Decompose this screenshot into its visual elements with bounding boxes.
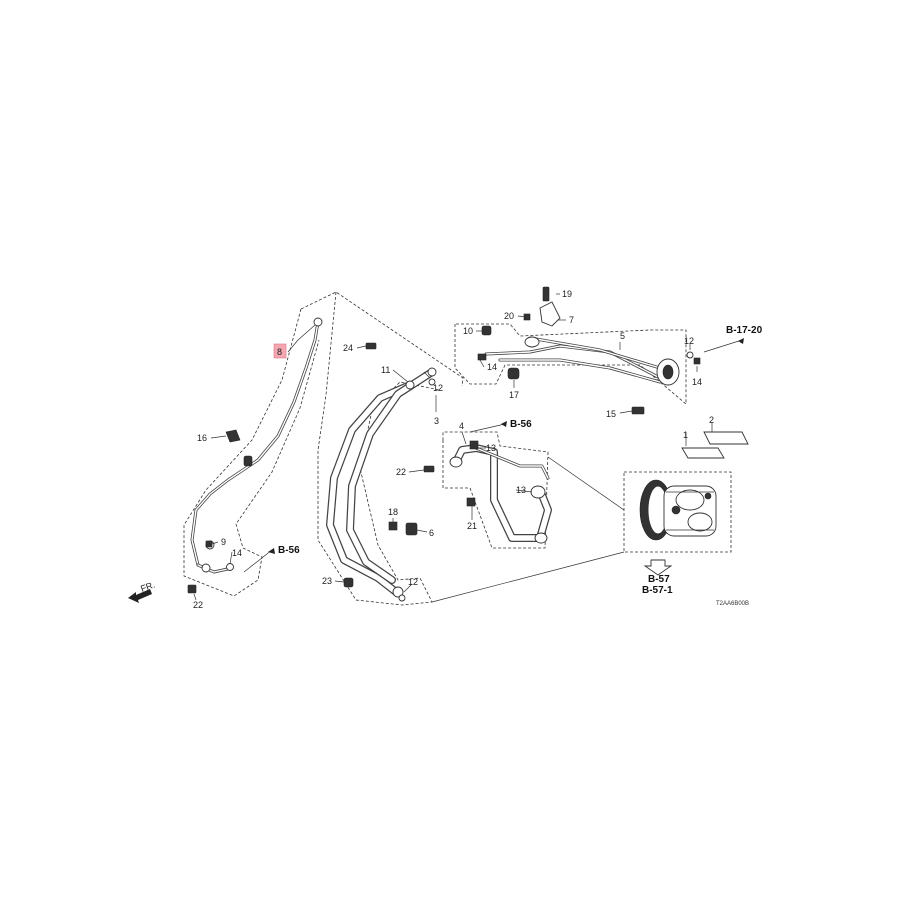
callout-10: 10 [463,326,473,336]
bolt-23 [343,577,354,588]
callout-labels: 8 16 24 11 12 3 10 14 17 20 19 7 5 12 14… [193,289,714,610]
oring-12a [428,378,436,386]
leader-lines [193,293,743,601]
compressor [639,479,717,541]
callout-15: 15 [606,409,616,419]
bolt-9 [205,540,213,548]
ref-b57: B-57 [648,574,670,585]
callout-5: 5 [620,331,625,341]
diagram-code: T2AA6B00B [716,601,749,607]
pad-2 [703,431,749,445]
nut-10 [481,325,492,336]
callout-22a: 22 [396,467,406,477]
bolt-24 [365,342,377,350]
bolt-22a [423,465,435,473]
bolt-21 [466,497,476,507]
callout-14c: 14 [232,548,242,558]
callout-17: 17 [509,390,519,400]
callout-9: 9 [221,537,226,547]
callout-8: 8 [277,347,282,357]
callout-23: 23 [322,576,332,586]
callout-13a: 13 [486,443,496,453]
bolt-22b [187,584,197,594]
callout-3: 3 [434,416,439,426]
fitting-13 [469,440,479,450]
ref-arrow-b56b [268,548,275,554]
pipe-8 [190,317,323,574]
compressor-outline [623,471,732,553]
callout-21: 21 [467,521,477,531]
callout-12c: 12 [408,577,418,587]
front-direction-label: FR. [139,580,156,594]
ref-b56-left: B-56 [278,545,300,556]
reference-labels: B-56 B-56 B-17-20 B-57 B-57-1 [278,325,763,596]
callout-2: 2 [709,415,714,425]
callout-11: 11 [381,365,390,375]
highlight-box-8 [273,343,287,359]
callout-20: 20 [504,311,514,321]
bolt-19 [542,286,550,302]
callout-12a: 12 [433,383,443,393]
center-hose-outline [317,291,441,606]
bolt-16 [225,429,241,443]
bracket-7 [539,301,561,327]
pad-1 [681,447,725,459]
left-pipe-outline [183,291,464,597]
front-arrow-icon [128,589,152,603]
bolt-14 [693,357,701,365]
bolt-17 [507,367,520,380]
ref-arrow-b1720 [738,338,744,344]
bolt-18 [388,521,398,531]
fitting-14 [477,353,487,361]
ref-b17-20: B-17-20 [726,325,763,336]
callout-18: 18 [388,507,398,517]
bottom-connection-line [431,551,625,603]
down-arrow-icon [643,559,673,576]
callout-19: 19 [562,289,572,299]
callout-4: 4 [459,421,464,431]
pipe-5 [484,336,680,386]
callout-6: 6 [429,528,434,538]
callout-7: 7 [569,315,574,325]
callout-13b: 13 [516,485,526,495]
ref-b56-top: B-56 [510,419,532,430]
hose-4 [449,444,552,544]
ref-arrow-b56a [501,421,507,427]
ref-b57-1: B-57-1 [642,585,673,596]
callout-14b: 14 [692,377,702,387]
hose-3 [326,367,437,602]
top-pipe-outline [454,323,687,405]
compressor-leader-line [547,456,625,511]
callout-24: 24 [343,343,353,353]
oring-12b [686,351,694,359]
bolt-15 [631,406,645,415]
callout-14a: 14 [487,362,497,372]
callout-22b: 22 [193,600,203,610]
callout-1: 1 [683,430,688,440]
callout-12b: 12 [684,336,694,346]
bracket-6 [405,522,418,536]
callout-16: 16 [197,433,207,443]
